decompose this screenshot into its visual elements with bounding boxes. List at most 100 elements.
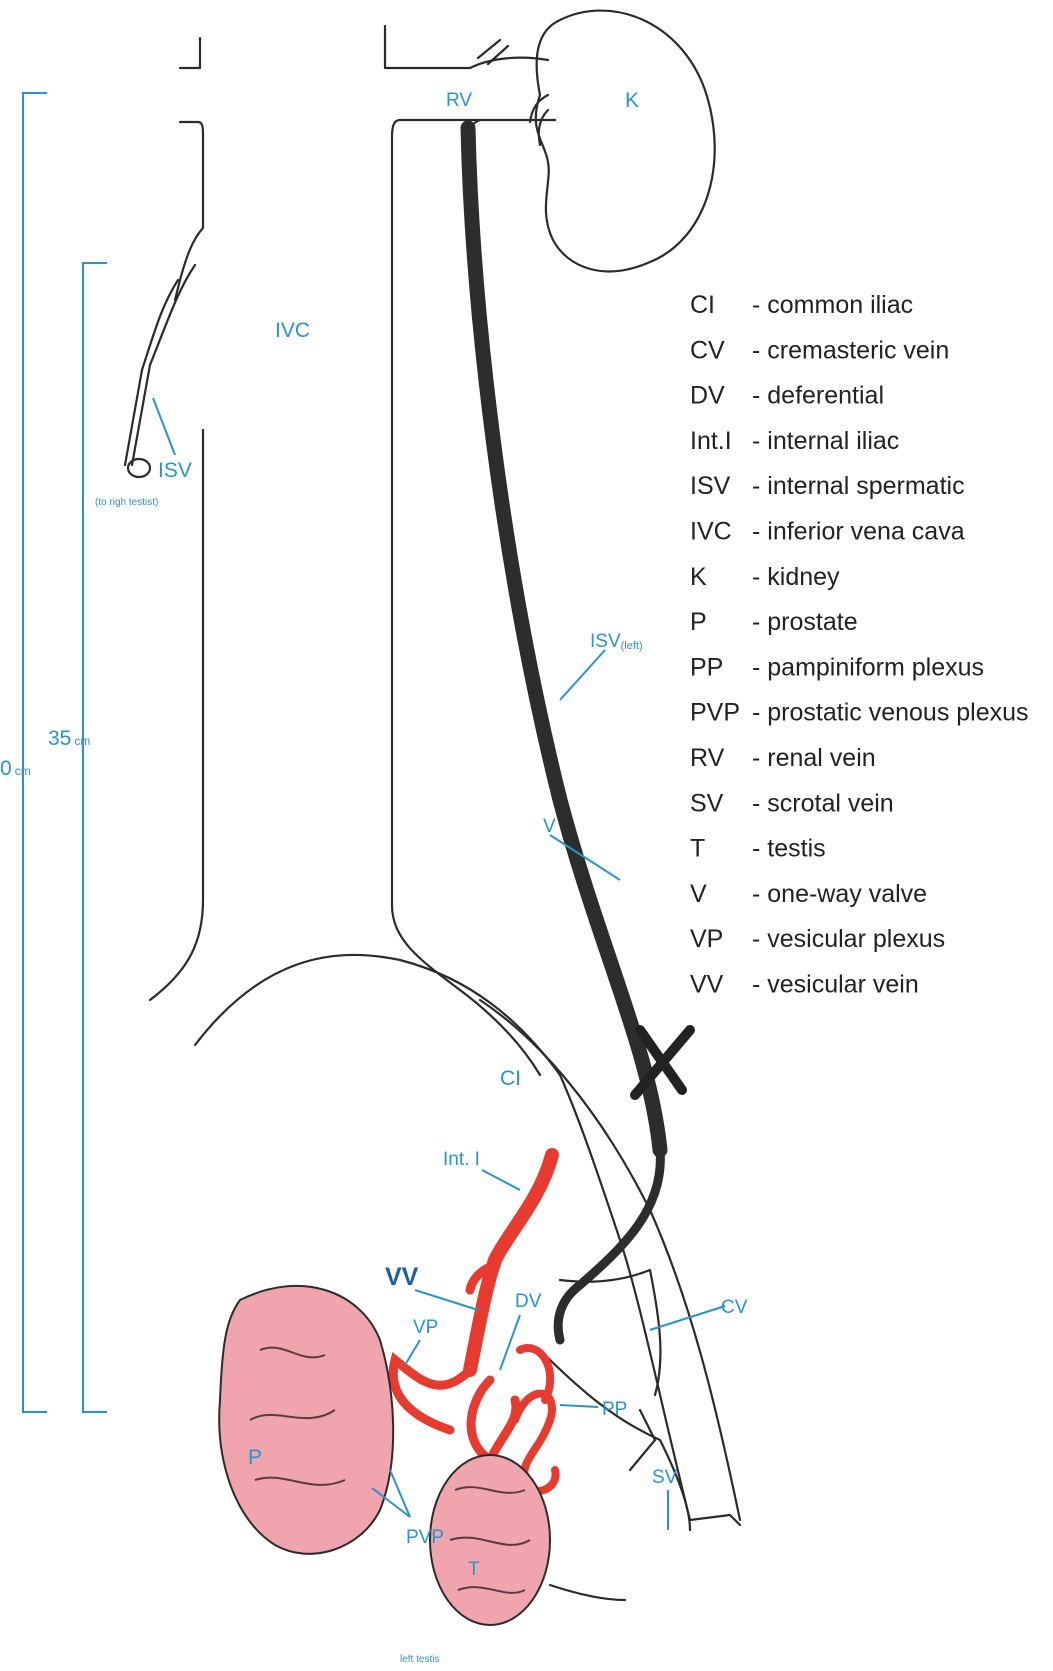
vp-leader xyxy=(404,1339,421,1366)
prostate xyxy=(218,1285,395,1555)
right-isv-tube xyxy=(123,263,197,467)
label-left-testis: left testis xyxy=(400,1654,439,1665)
legend-abbr: SV xyxy=(690,789,724,817)
label-cv: CV xyxy=(721,1297,748,1318)
iliac-terminal-end xyxy=(688,1513,742,1527)
label-pvp: PVP xyxy=(406,1527,444,1548)
legend-description: - one-way valve xyxy=(752,880,927,908)
legend-abbr: Int.I xyxy=(690,427,732,455)
pampiniform-plexus xyxy=(511,1344,560,1495)
label-dv: DV xyxy=(515,1291,542,1312)
legend-description: - prostate xyxy=(752,608,858,636)
label-vv: VV xyxy=(385,1263,419,1291)
legend-abbr: DV xyxy=(690,382,725,410)
label-t: T xyxy=(468,1559,480,1580)
legend-abbr: CV xyxy=(690,336,725,364)
label-isv-left: ISV(left) xyxy=(590,631,643,652)
label-isv-left-sub: (left) xyxy=(621,640,643,652)
lower-branch-stub xyxy=(628,1408,657,1472)
legend-abbr: PP xyxy=(690,653,723,681)
label-k: K xyxy=(625,89,639,112)
legend-abbr: P xyxy=(690,608,707,636)
pampiniform-drain xyxy=(553,1145,665,1345)
legend-description: - kidney xyxy=(752,563,840,591)
ligation-x-mark xyxy=(630,1025,695,1100)
renal-vein-upper-branch xyxy=(468,56,550,70)
inner-dimension-bracket xyxy=(82,262,107,1413)
legend-description: - cremasteric vein xyxy=(752,336,949,364)
label-ci: CI xyxy=(500,1067,521,1090)
label-sv: SV xyxy=(652,1467,678,1488)
label-v: V xyxy=(543,816,556,837)
testis-tail xyxy=(548,1583,627,1602)
legend-abbr: RV xyxy=(690,744,725,772)
legend-abbr: IVC xyxy=(690,518,732,546)
legend-description: - vesicular plexus xyxy=(752,925,945,953)
pp-leader xyxy=(559,1404,599,1408)
ivc-right-wall xyxy=(390,118,557,1077)
label-isv-right: ISV xyxy=(158,459,192,482)
legend-description: - common iliac xyxy=(752,291,913,319)
common-iliac-outer xyxy=(193,953,562,1077)
renal-hilum-vessels xyxy=(528,93,550,147)
legend-abbr: K xyxy=(690,563,707,591)
legend-abbr: VP xyxy=(690,925,723,953)
legend-description: - renal vein xyxy=(752,744,876,772)
cremasteric-vein xyxy=(558,1268,662,1397)
label-pp: PP xyxy=(602,1399,627,1420)
label-vp: VP xyxy=(413,1317,438,1338)
inner-dimension-value: 35 xyxy=(48,727,71,750)
ivc-upper-right-stub xyxy=(383,24,472,70)
legend-abbr: CI xyxy=(690,291,715,319)
isv-right-leader xyxy=(152,397,176,456)
right-isv-end xyxy=(126,457,152,479)
legend-description: - inferior vena cava xyxy=(752,518,965,546)
inner-dimension-unit: cm xyxy=(74,734,90,748)
label-p: P xyxy=(248,1446,262,1469)
ivc-left-wall xyxy=(148,120,205,1002)
legend-abbr: T xyxy=(690,835,705,863)
vesicular-vein-stub xyxy=(465,1260,500,1295)
label-int-i: Int. I xyxy=(443,1149,480,1170)
legend-abbr: PVP xyxy=(690,699,740,727)
common-iliac-inner xyxy=(558,1073,692,1522)
isv-left-leader xyxy=(559,649,606,701)
legend-description: - internal spermatic xyxy=(752,472,965,500)
pvp-leader-2 xyxy=(371,1487,411,1518)
legend-description: - vesicular vein xyxy=(752,971,919,999)
dv-leader xyxy=(499,1314,521,1371)
v-leader xyxy=(549,834,621,881)
legend-abbr: VV xyxy=(690,971,724,999)
testis-texture xyxy=(449,1486,531,1594)
legend-description: - deferential xyxy=(752,382,884,410)
legend-description: - internal iliac xyxy=(752,427,899,455)
pvp-leader-1 xyxy=(389,1469,411,1518)
label-isv-right-note: (to righ testist) xyxy=(95,497,158,508)
vv-leader xyxy=(414,1289,479,1311)
outer-dimension-value: 0 xyxy=(0,757,12,780)
ivc-upper-left-stub xyxy=(178,36,202,70)
label-rv: RV xyxy=(446,90,472,111)
cv-leader xyxy=(649,1305,726,1331)
internal-iliac-vein xyxy=(463,1148,559,1377)
outer-dimension-unit: cm xyxy=(15,764,31,778)
left-testis xyxy=(429,1454,551,1626)
kidney-outline xyxy=(534,9,716,273)
renal-vein-upper-branch-2 xyxy=(476,38,510,66)
left-isv-vein xyxy=(460,120,668,1158)
legend-description: - prostatic venous plexus xyxy=(752,699,1029,727)
vesicular-plexus-red xyxy=(388,1352,521,1467)
label-ivc: IVC xyxy=(275,319,310,342)
legend-description: - scrotal vein xyxy=(752,789,894,817)
prostate-texture xyxy=(249,1346,346,1486)
legend-abbr: ISV xyxy=(690,472,731,500)
int-i-leader xyxy=(481,1169,521,1191)
outer-dimension-bracket xyxy=(22,92,47,1413)
legend-abbr: V xyxy=(690,880,707,908)
legend-description: - testis xyxy=(752,835,826,863)
legend-description: - pampiniform plexus xyxy=(752,653,984,681)
